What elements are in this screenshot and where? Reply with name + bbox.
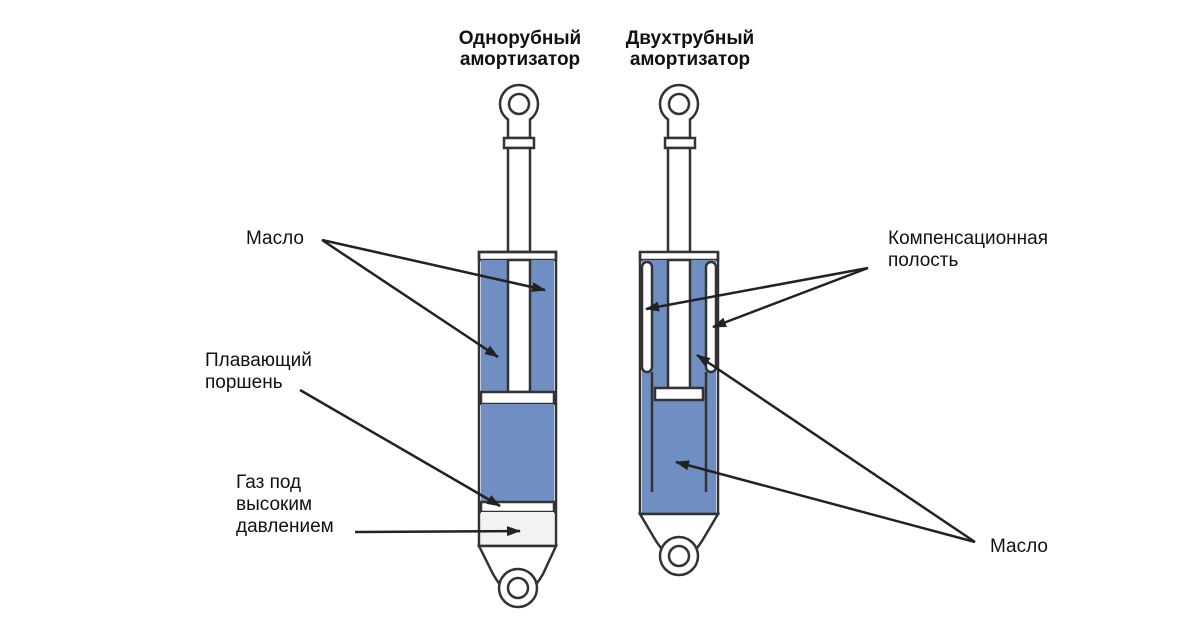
twin-rod	[666, 146, 692, 254]
mono-oil-lower	[481, 404, 554, 502]
twin-right-compensation	[704, 260, 718, 374]
callout-arrows	[299, 238, 976, 544]
twin-left-compensation	[640, 260, 654, 374]
arrow-compensation-right	[712, 266, 869, 329]
twin-top-eye-neck	[666, 119, 692, 140]
twin-tube-absorber	[637, 83, 721, 577]
label-oil-left: Масло	[246, 228, 304, 249]
twin-bottom-eye-hole	[667, 544, 691, 568]
mono-bottom-eye-hole	[506, 576, 530, 600]
arrow-floating-piston	[299, 388, 501, 508]
arrow-gas	[354, 526, 521, 537]
label-floating-piston: Плавающий поршень	[205, 350, 312, 393]
arrow-oil-left-lower	[321, 238, 499, 359]
mono-rod-inner	[506, 258, 532, 394]
arrow-oil-right-upper	[696, 353, 976, 544]
mono-top-eye-hole	[507, 92, 531, 116]
label-oil-right: Масло	[990, 536, 1048, 557]
twin-rod-collar	[663, 136, 697, 150]
arrow-oil-right-lower	[675, 460, 976, 544]
mono-gas-chamber	[481, 512, 554, 546]
mono-piston	[479, 390, 556, 406]
title-twin-tube: Двухтрубный амортизатор	[625, 28, 755, 70]
arrow-compensation-left	[645, 266, 869, 312]
label-high-pressure-gas: Газ под высоким давлением	[236, 472, 334, 537]
label-compensation-cavity: Компенсационная полость	[888, 228, 1049, 271]
mono-tube-absorber	[476, 83, 558, 609]
mono-floating-piston	[479, 500, 556, 514]
title-mono-tube: Однорубный амортизатор	[458, 28, 582, 70]
mono-rod	[506, 146, 532, 254]
mono-rod-collar	[502, 136, 536, 150]
twin-rod-inner	[666, 258, 692, 390]
twin-piston	[653, 386, 705, 402]
arrow-oil-left-upper	[321, 238, 546, 293]
mono-top-eye-neck	[506, 119, 532, 140]
twin-top-eye-hole	[667, 92, 691, 116]
